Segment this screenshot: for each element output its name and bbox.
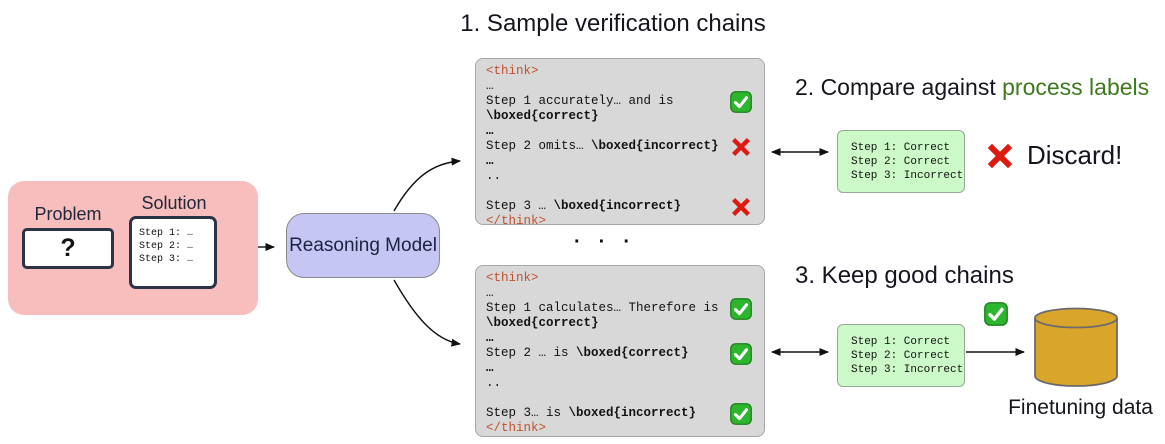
discard-group: Discard! (985, 140, 1122, 171)
verification-chain-box-bottom: <think>…Step 1 calculates… Therefore is\… (475, 265, 765, 437)
problem-box: ? (22, 228, 114, 269)
chain-line: … (486, 286, 494, 300)
title-keep-good-chains: 3. Keep good chains (795, 262, 1014, 289)
database-cylinder-icon (1032, 306, 1120, 395)
label-line: Step 1: Correct (851, 142, 951, 154)
discard-label: Discard! (1027, 140, 1123, 170)
chain-line: .. (486, 376, 502, 390)
label-line: Step 1: … (139, 228, 194, 239)
chain-line: … (486, 79, 494, 93)
chain-line (486, 391, 754, 406)
chain-line: </think> (486, 421, 547, 435)
finetuning-data-label: Finetuning data (1008, 396, 1153, 419)
label-line: Step 1: Correct (851, 336, 951, 348)
solution-label: Solution (141, 193, 207, 213)
chain-line: <think> (486, 271, 539, 285)
chain-line: .. (486, 169, 502, 183)
problem-label: Problem (34, 204, 102, 224)
label-line: Step 2: Correct (851, 156, 951, 168)
problem-solution-card: Problem ? Solution Step 1: …Step 2: …Ste… (8, 181, 258, 315)
label-line: Step 3: Incorrect (851, 364, 964, 376)
check-icon (984, 302, 1008, 326)
chain-line: Step 1 calculates… Therefore is (486, 297, 754, 320)
chain-line: Step 3… is \boxed{incorrect} (486, 402, 754, 425)
chain-line: Step 2 … is \boxed{correct} (486, 342, 754, 365)
chain-line: … (486, 124, 494, 138)
title-compare-prefix: 2. Compare against (795, 74, 1003, 100)
title-sample-verification-chains: 1. Sample verification chains (460, 10, 766, 37)
label-line: Step 3: … (139, 254, 194, 265)
label-line: Step 2: Correct (851, 350, 951, 362)
arrow-model-to-bottom-chain (393, 279, 461, 347)
x-icon (730, 196, 752, 218)
chain-line: … (486, 361, 494, 375)
chain-line (486, 184, 754, 199)
title-compare-highlight: process labels (1002, 74, 1150, 100)
arrow-model-to-top-chain (393, 157, 461, 212)
reasoning-model-box: Reasoning Model (286, 213, 440, 278)
verification-chain-box-top: <think>…Step 1 accurately… and is\boxed{… (475, 58, 765, 228)
chain-line: … (486, 331, 494, 345)
chain-line: … (486, 154, 494, 168)
check-icon (730, 342, 752, 365)
label-line: Step 3: Incorrect (851, 170, 964, 182)
check-icon (730, 90, 752, 113)
chain-line: \boxed{correct} (486, 316, 599, 330)
chain-line: \boxed{correct} (486, 109, 599, 123)
check-icon (730, 402, 752, 425)
x-icon (985, 141, 1015, 171)
title-compare-against-process-labels: 2. Compare against process labels (795, 74, 1149, 101)
solution-box: Step 1: … Step 2: … Step 3: … (129, 216, 217, 289)
chain-line: <think> (486, 64, 539, 78)
x-icon (730, 136, 752, 158)
label-line: Step 2: … (139, 241, 194, 252)
chain-line: </think> (486, 214, 547, 228)
chain-line: Step 2 omits… \boxed{incorrect} (486, 137, 754, 156)
chains-ellipsis-dots: ··· (574, 231, 648, 253)
chain-line: Step 1 accurately… and is (486, 90, 754, 113)
check-icon (730, 297, 752, 320)
chain-line: Step 3 … \boxed{incorrect} (486, 197, 754, 216)
